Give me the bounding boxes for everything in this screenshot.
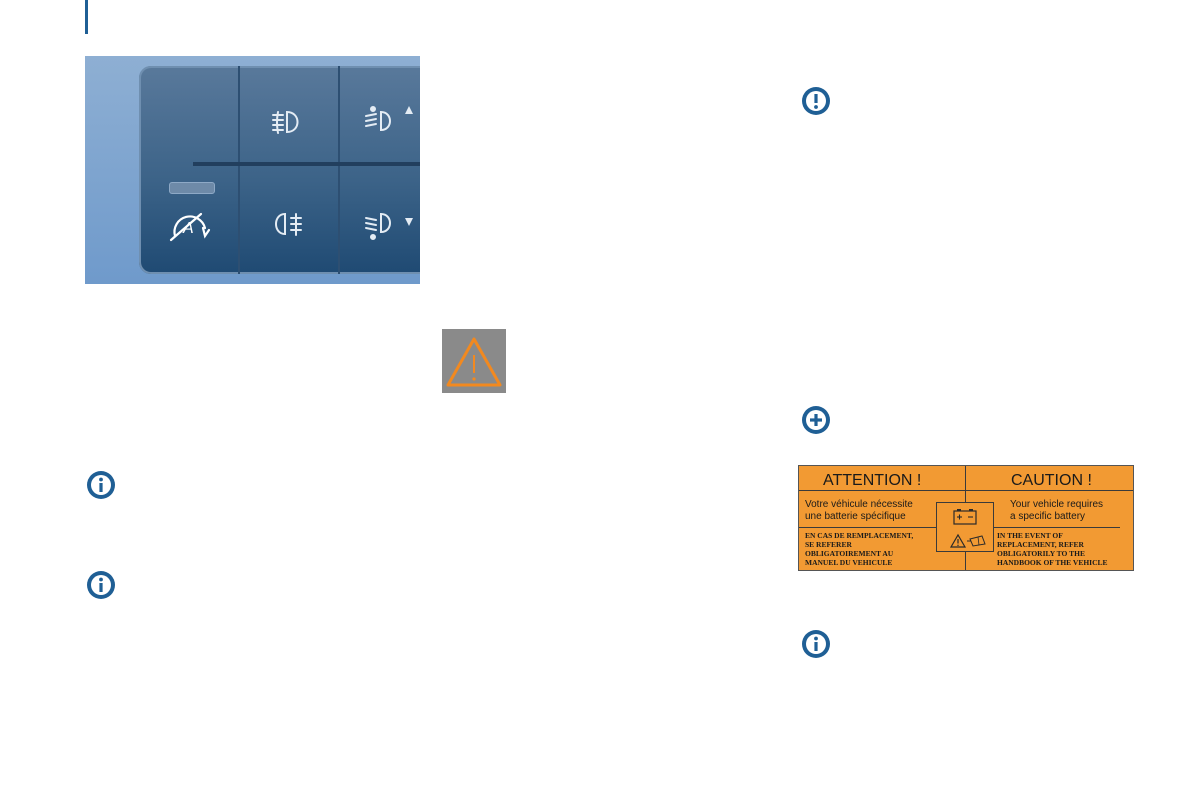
label-caps-fr-2: SE REFERER <box>805 540 852 549</box>
headlamp-height-down-icon[interactable] <box>361 208 417 244</box>
switch-panel: A <box>139 66 420 274</box>
rear-fog-lamp-icon[interactable] <box>269 206 309 242</box>
plus-icon <box>802 406 830 434</box>
page-edge-marker <box>85 0 88 34</box>
svg-text:A: A <box>182 220 194 237</box>
switch-divider <box>338 66 340 274</box>
battery-icon <box>949 509 986 548</box>
label-caps-fr-4: MANUEL DU VEHICULE <box>805 558 893 567</box>
info-icon <box>87 571 115 599</box>
switch-divider <box>238 66 240 274</box>
label-caps-en-1: IN THE EVENT OF <box>997 531 1063 540</box>
info-icon <box>87 471 115 499</box>
front-fog-lamp-icon[interactable] <box>267 104 307 140</box>
label-divider <box>799 490 1133 491</box>
label-symbol-box <box>936 502 994 552</box>
label-divider <box>994 527 1120 528</box>
label-text-fr-2: une batterie spécifique <box>805 511 906 522</box>
label-divider <box>799 527 936 528</box>
lighting-switch-panel-image: A <box>85 56 420 284</box>
battery-warning-label: ATTENTION ! CAUTION ! Votre véhicule néc… <box>798 465 1134 571</box>
label-caps-fr-1: EN CAS DE REMPLACEMENT, <box>805 531 914 540</box>
label-text-en-1: Your vehicle requires <box>1010 499 1104 510</box>
exclamation-icon <box>802 87 830 115</box>
label-caps-en-2: REPLACEMENT, REFER <box>997 540 1084 549</box>
warning-triangle-icon <box>446 337 502 387</box>
label-caps-en-3: OBLIGATORILY TO THE <box>997 549 1085 558</box>
label-text-fr-1: Votre véhicule nécessite <box>805 499 913 510</box>
label-text-en-2: a specific battery <box>1010 511 1086 522</box>
warning-box <box>442 329 506 393</box>
auto-lighting-icon[interactable]: A <box>165 206 215 246</box>
label-caps-en-4: HANDBOOK OF THE VEHICLE <box>997 558 1108 567</box>
switch-divider <box>193 162 420 166</box>
info-icon <box>802 630 830 658</box>
label-title-fr: ATTENTION ! <box>823 472 922 489</box>
label-caps-fr-3: OBLIGATOIREMENT AU <box>805 549 894 558</box>
headlamp-height-up-icon[interactable] <box>361 102 417 138</box>
label-title-en: CAUTION ! <box>1011 472 1092 489</box>
indicator-led <box>169 182 215 194</box>
